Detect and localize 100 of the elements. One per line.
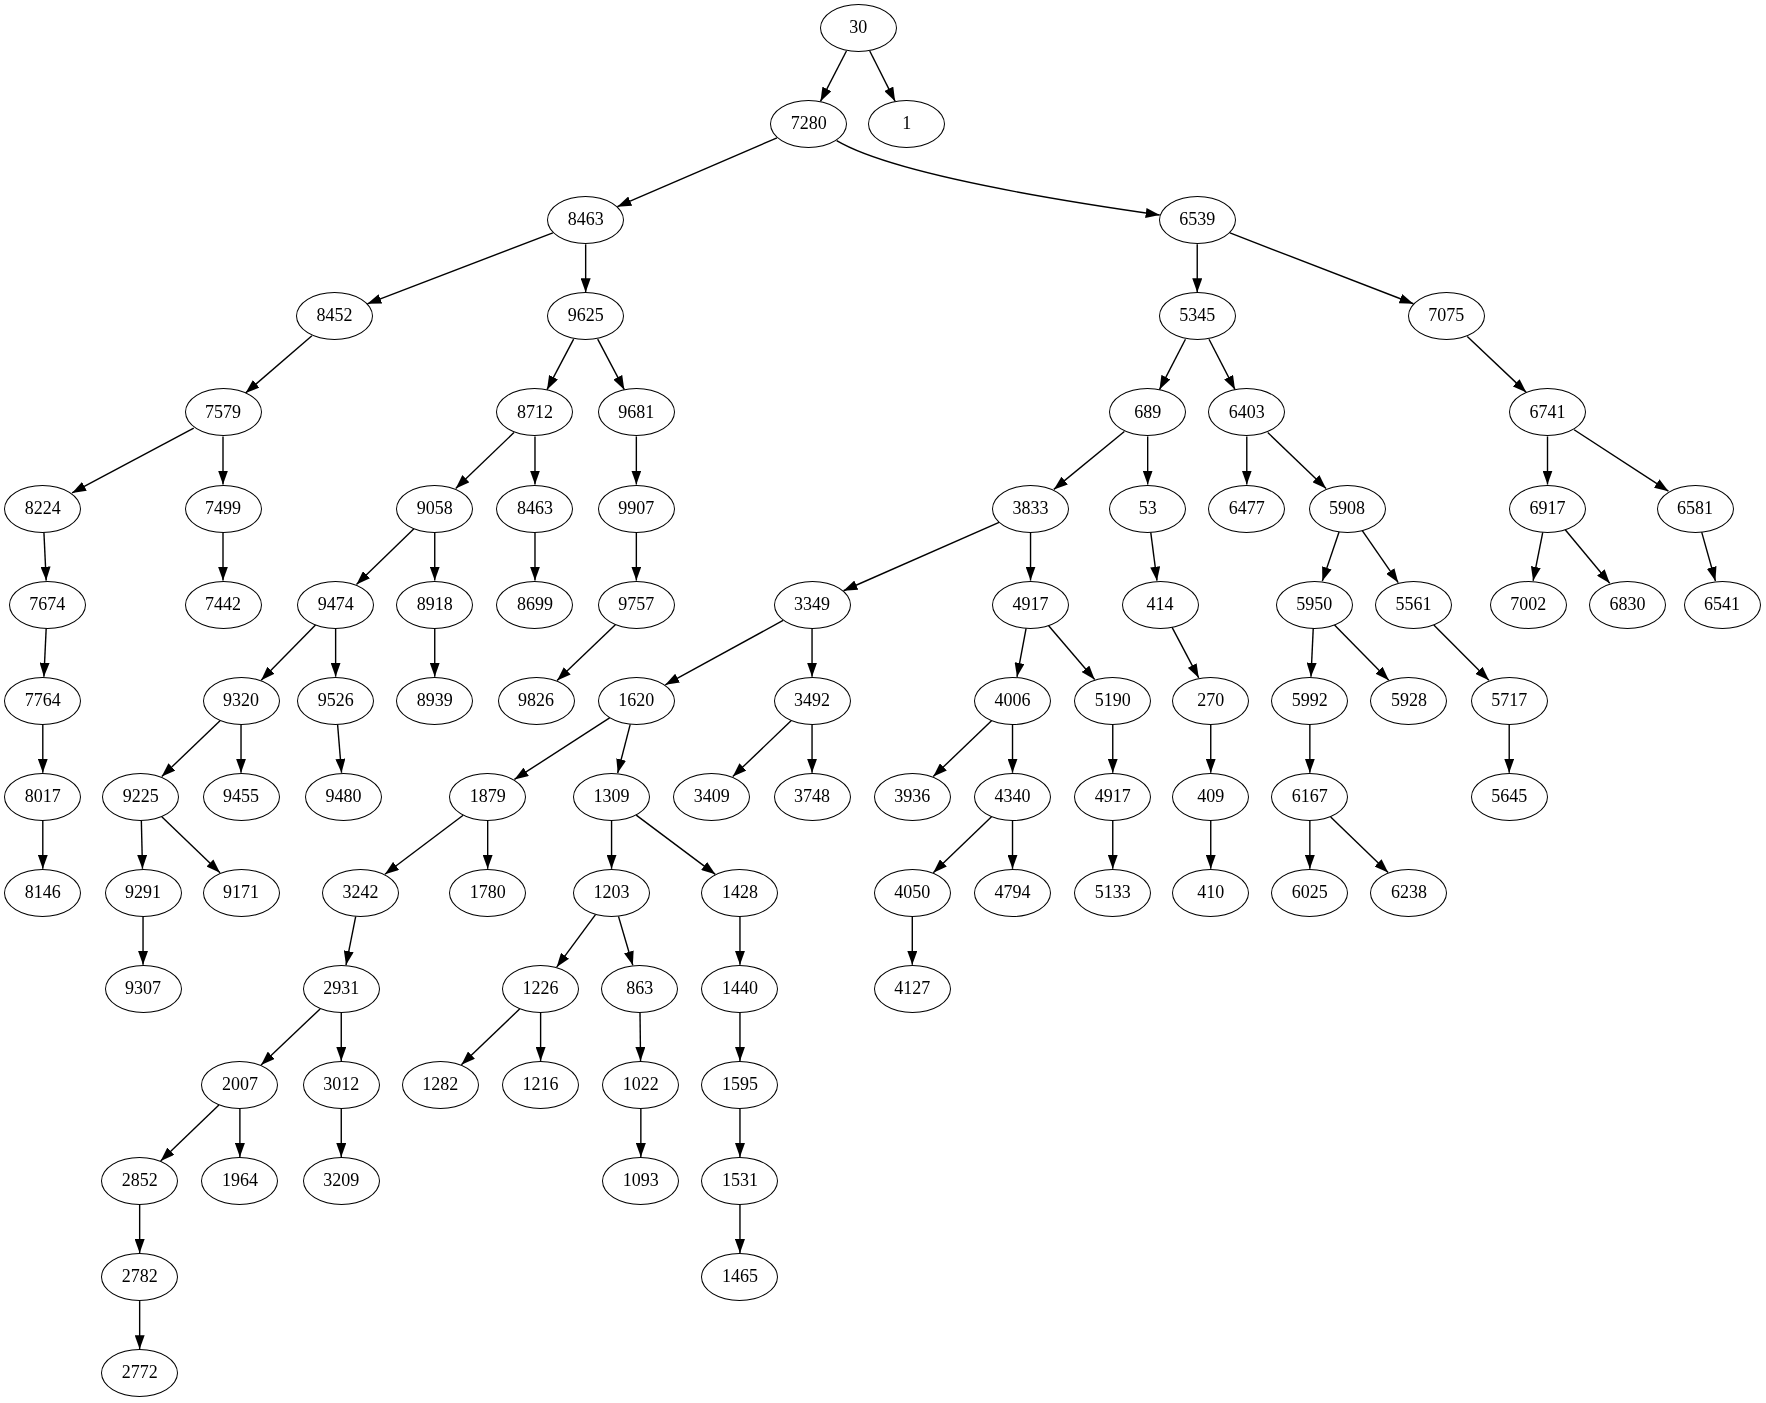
arrow: [482, 820, 493, 870]
node-value: 8712: [516, 402, 553, 423]
node-value: 3349: [794, 594, 831, 615]
arrow: [807, 723, 818, 774]
arrow: [244, 335, 313, 394]
arrow: [455, 431, 515, 490]
arrow: [907, 916, 918, 966]
node-value: 2931: [323, 978, 360, 999]
arrow: [1158, 338, 1187, 391]
node-value: 5928: [1390, 690, 1427, 711]
arrow: [159, 1104, 220, 1162]
node-value: 1282: [422, 1075, 459, 1095]
node-value: 9307: [125, 978, 162, 999]
node-value: 5717: [1491, 690, 1528, 711]
arrow: [1107, 723, 1118, 774]
arrow: [134, 1204, 145, 1254]
node-value: 9225: [122, 786, 159, 807]
node-value: 689: [1134, 402, 1162, 423]
node-value: 2772: [121, 1363, 158, 1384]
arrow: [1573, 429, 1670, 492]
arrow: [635, 1012, 646, 1062]
node-value: 1216: [522, 1075, 559, 1095]
node-value: 6741: [1529, 402, 1566, 423]
node-value: 8939: [416, 690, 453, 711]
arrow: [1053, 430, 1126, 491]
node-value: 1093: [622, 1171, 659, 1191]
node-value: 7579: [205, 402, 241, 423]
arrow: [260, 624, 317, 681]
arrow: [1701, 531, 1717, 582]
node-value: 2852: [121, 1171, 158, 1191]
arrow: [530, 435, 540, 486]
arrow: [39, 627, 50, 678]
node-value: 9826: [518, 690, 555, 711]
node-value: 9907: [618, 498, 655, 519]
arrow: [631, 435, 642, 486]
arrow: [617, 915, 634, 966]
arrow: [335, 723, 346, 774]
node-value: 9526: [317, 690, 354, 711]
arrow: [343, 915, 357, 966]
arrow: [1466, 335, 1528, 394]
arrow: [330, 627, 341, 678]
node-value: 3012: [323, 1075, 360, 1095]
node-value: 5645: [1491, 786, 1528, 807]
node-value: 1440: [721, 978, 758, 999]
node-value: 2782: [121, 1267, 158, 1287]
node-value: 8224: [24, 498, 61, 519]
arrow: [1304, 723, 1315, 774]
arrow: [1150, 531, 1161, 582]
node-value: 3936: [894, 786, 931, 807]
node-value: 4917: [1094, 786, 1131, 807]
arrow: [1007, 820, 1018, 870]
arrow: [1333, 624, 1390, 681]
node-value: 6238: [1390, 882, 1427, 903]
arrow: [1504, 723, 1515, 774]
node-value: 8463: [516, 498, 553, 519]
arrow: [734, 1108, 745, 1158]
node-value: 3209: [323, 1171, 360, 1191]
arrow: [71, 427, 195, 494]
node-value: 30: [849, 18, 868, 39]
arrow: [635, 1108, 646, 1158]
node-value: 9291: [125, 882, 162, 903]
node-value: 3833: [1012, 498, 1049, 519]
arrow: [1007, 723, 1018, 774]
arrow: [37, 820, 48, 870]
arrow: [664, 619, 784, 686]
arrow: [1047, 625, 1096, 681]
arrow: [606, 820, 617, 870]
node-value: 1309: [593, 786, 630, 807]
arrow: [429, 531, 440, 582]
arrow: [1014, 627, 1027, 678]
arrow: [218, 531, 228, 582]
node-value: 410: [1197, 882, 1225, 903]
arrow: [546, 338, 575, 391]
arrow: [1306, 627, 1317, 678]
arrow: [513, 717, 611, 781]
arrow: [869, 50, 896, 103]
node-value: 414: [1146, 594, 1174, 615]
arrow: [580, 243, 591, 294]
node-value: 8452: [316, 306, 353, 327]
arrow: [1330, 816, 1389, 874]
node-value: 270: [1197, 690, 1225, 711]
arrow: [1107, 820, 1118, 870]
node-value: 3748: [794, 786, 831, 807]
node-value: 6830: [1609, 594, 1646, 615]
node-value: 5561: [1395, 594, 1432, 615]
node-value: 4006: [994, 690, 1031, 711]
arrow: [556, 913, 597, 968]
node-value: 3242: [342, 882, 379, 903]
arrow: [616, 723, 631, 774]
arrow: [138, 916, 149, 966]
arrow: [366, 232, 554, 305]
node-value: 1465: [721, 1267, 758, 1287]
node-value: 9474: [317, 594, 354, 615]
arrow: [336, 1012, 347, 1062]
arrow: [1208, 338, 1236, 391]
node-value: 3492: [794, 690, 831, 711]
arrow: [734, 1204, 745, 1254]
arrow: [1321, 531, 1340, 582]
arrow: [137, 820, 148, 870]
node-value: 9058: [416, 498, 453, 519]
